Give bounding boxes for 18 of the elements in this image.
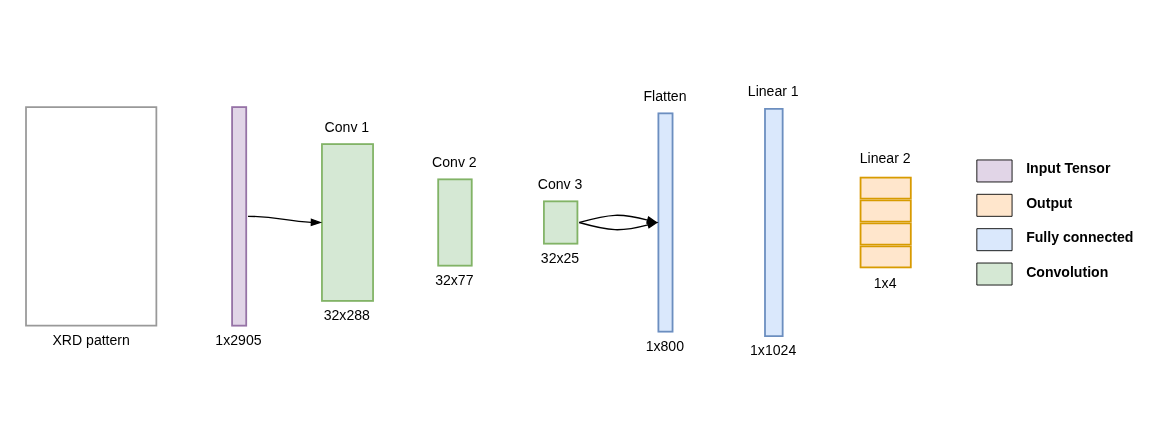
node-label: 1x4 [873,275,897,292]
node-label: Conv 2 [432,153,477,170]
node-label: 1x2905 [215,331,262,348]
node-label: Conv 3 [537,175,583,192]
node-label: 1x1024 [750,342,797,359]
legend-label: Input Tensor [1026,160,1111,177]
legend-label: Output [1026,194,1073,211]
node-label: 32x288 [323,307,370,324]
node-label: Conv 1 [324,118,370,135]
node-label: Flatten [643,87,687,104]
node-label: Linear 2 [859,150,911,167]
legend-label: Convolution [1026,263,1109,280]
legend-label: Fully connected [1026,229,1134,246]
node-label: XRD pattern [52,331,130,348]
node-label: Linear 1 [747,83,799,100]
node-label: 32x77 [435,271,474,288]
node-label: 1x800 [645,337,685,354]
node-label: 32x25 [540,249,580,266]
